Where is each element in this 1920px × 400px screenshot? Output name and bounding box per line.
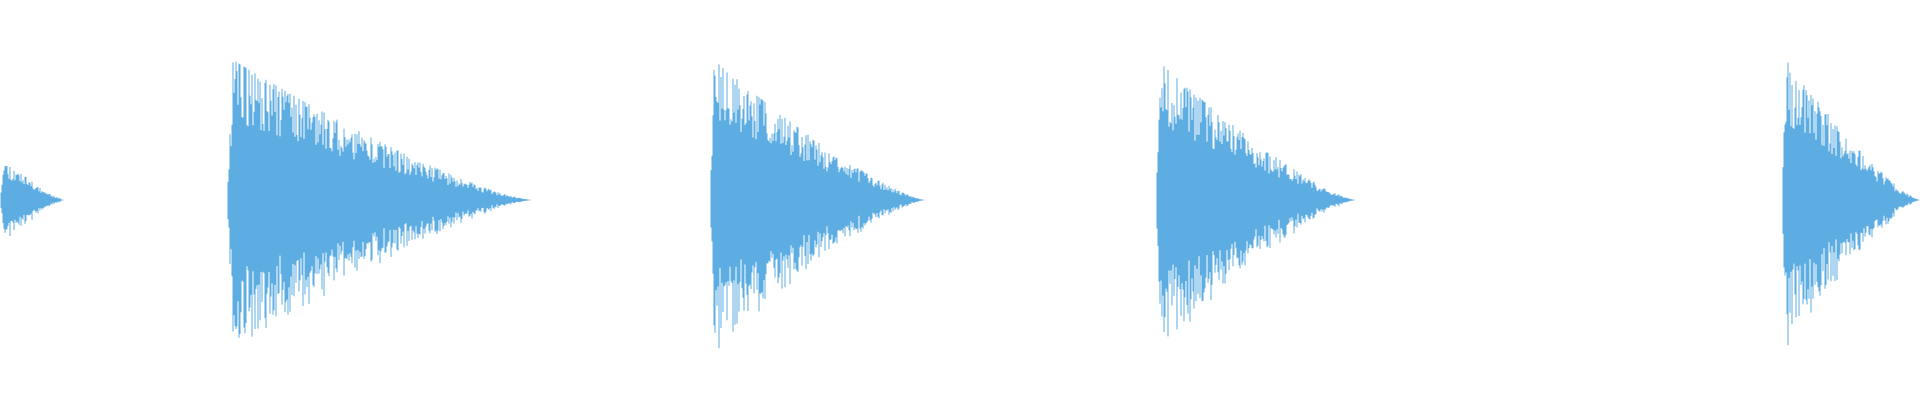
waveform-segment-hit-2 bbox=[227, 61, 532, 338]
waveform-segment-hit-3 bbox=[710, 64, 925, 349]
waveform-segment-hit-4 bbox=[1156, 66, 1356, 337]
waveform-segment-hit-1 bbox=[0, 165, 65, 236]
waveform-segment-hit-5 bbox=[1782, 62, 1920, 346]
waveform-group bbox=[0, 61, 1920, 349]
